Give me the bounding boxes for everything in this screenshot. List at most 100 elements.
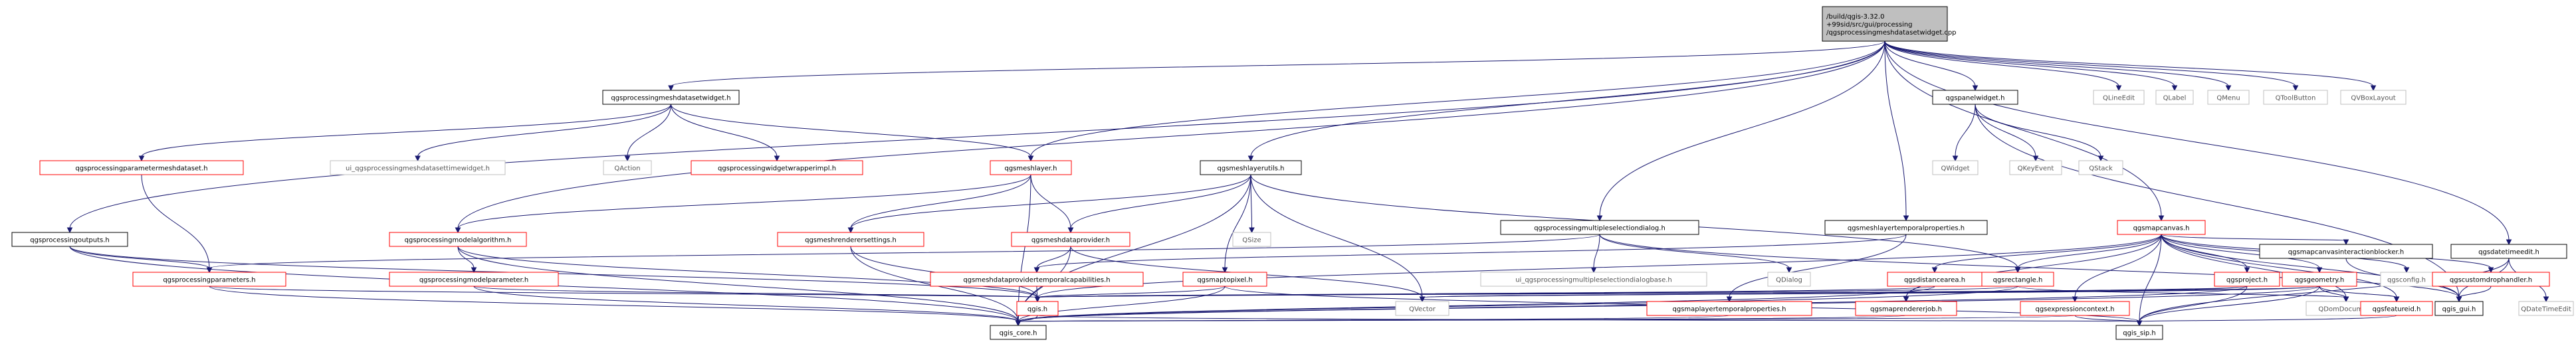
arrowhead-qgsmapcanvas_h-to-qgsdistancearea_h [1931,267,1938,274]
arrowhead-root-to-qgspanelwidget_h [1972,85,1979,92]
node-label: qgsfeatureid.h [2373,306,2421,313]
node-qgis-gui-h[interactable]: qgis_gui.h [2434,301,2484,316]
node-qgsexpressioncontext-h[interactable]: qgsexpressioncontext.h [2020,301,2130,316]
node-QLineEdit[interactable]: QLineEdit [2093,90,2145,105]
node-QVector[interactable]: QVector [1395,301,1449,316]
node-QStack[interactable]: QStack [2078,160,2123,175]
node-qgsprocessingparameters-h[interactable]: qgsprocessingparameters.h [132,272,286,287]
node-QVBoxLayout[interactable]: QVBoxLayout [2340,90,2407,105]
node-QToolButton[interactable]: QToolButton [2263,90,2328,105]
node-qgsconfig-h[interactable]: qgsconfig.h [2380,272,2433,287]
node-label: +99sid/src/gui/processing [1826,21,1913,29]
arrowhead-qgsmeshlayerutils_h-to-qgsmaptopixel_h [1222,267,1228,274]
node-box [2282,272,2357,287]
node-qgscustomdrophandler-h[interactable]: qgscustomdrophandler.h [2432,272,2550,287]
node-qgsprocessingmodelalgorithm-h[interactable]: qgsprocessingmodelalgorithm.h [389,232,527,247]
arrowhead-qgsprocessingmeshdatasetwidget_h-to-qgsprocessingwidgetwrapperimpl_h [774,155,780,162]
node-box [330,160,506,175]
node-label: qgsprocessingmeshdatasetwidget.h [611,95,730,102]
edge-qgsmapcanvas_h-to-QDomDocument [2161,234,2347,298]
arrowhead-qgsgeometry_h-to-QVector [1419,296,1426,303]
edge-qgsprocessingparametermeshdataset_h-to-qgsprocessingparameters_h [141,174,210,269]
node-qgis-core-h[interactable]: qgis_core.h [990,325,1047,340]
node-label: QVector [1409,306,1436,313]
edge-qgsmapcanvas_h-to-qgsfeatureid_h [2161,234,2397,298]
arrowhead-root-to-qgsprocessingmeshdatasetwidget_h [668,85,674,92]
node-label: qgsmeshlayertemporalproperties.h [1848,225,1965,232]
node-qgsmaplayertemporalproperties-h[interactable]: qgsmaplayertemporalproperties.h [1646,301,1812,316]
arrowhead-root-to-QVBoxLayout [2370,85,2377,92]
edge-root-to-qgsmeshlayertemporalproperties_h [1884,41,1907,217]
node-label: ui_qgsprocessingmeshdatasettimewidget.h [346,165,490,173]
node-QLabel[interactable]: QLabel [2155,90,2194,105]
node-qgsrectangle-h[interactable]: qgsrectangle.h [1981,272,2054,287]
node-box [1480,272,1707,287]
node-QDialog[interactable]: QDialog [1767,272,1811,287]
node-label: qgis_gui.h [2442,306,2476,313]
node-box [389,272,559,287]
edge-qgspanelwidget_h-to-qgis_gui_h [1975,104,2460,298]
node-QMenu[interactable]: QMenu [2207,90,2250,105]
node-qgsprocessingwidgetwrapperimpl-h[interactable]: qgsprocessingwidgetwrapperimpl.h [691,160,863,175]
edge-root-to-qgspanelwidget_h [1884,41,1976,87]
node-qgsmeshlayerutils-h[interactable]: qgsmeshlayerutils.h [1200,160,1302,175]
node-QAction[interactable]: QAction [603,160,652,175]
node-qgsprocessingmeshdatasetwidget-h[interactable]: qgsprocessingmeshdatasetwidget.h [602,90,740,105]
node-qgsprocessingoutputs-h[interactable]: qgsprocessingoutputs.h [11,232,128,247]
arrowhead-qgsprocessingmeshdatasetwidget_h-to-qgsprocessingparametermeshdataset_h [138,155,145,162]
edge-qgsmaptopixel_h-to-qgis_h [1037,286,1226,298]
arrowhead-root-to-qgsdatetimeedit_h [2506,239,2512,246]
node-qgsprocessingparametermeshdataset-h[interactable]: qgsprocessingparametermeshdataset.h [39,160,244,175]
edge-qgsmapcanvas_h-to-qgsexpressioncontext_h [2074,234,2162,298]
node-ui-multi[interactable]: ui_qgsprocessingmultipleselectiondialogb… [1480,272,1707,287]
node-qgsprocessingmultipleselectiondialog-h[interactable]: qgsprocessingmultipleselectiondialog.h [1500,220,1699,235]
edge-qgsprocessingmodelalgorithm_h-to-qgis_h [457,246,1038,298]
node-qgsmeshlayer-h[interactable]: qgsmeshlayer.h [990,160,1072,175]
node-qgspanelwidget-h[interactable]: qgspanelwidget.h [1932,90,2018,105]
edge-qgsprocessingmodelparameter_h-to-qgis_core_h [473,286,1019,322]
node-label: qgsprocessingwidgetwrapperimpl.h [718,165,836,173]
node-label: qgscustomdrophandler.h [2450,277,2532,284]
arrowhead-qgsdatetimeedit_h-to-qgis_gui_h [2456,296,2462,303]
node-root[interactable]: /build/qgis-3.32.0+99sid/src/gui/process… [1822,6,1957,42]
edge-qgsprocessingmultipleselectiondialog_h-to-ui_multi [1593,234,1600,269]
node-box [1767,272,1811,287]
node-label: QLabel [2163,95,2187,102]
node-QWidget[interactable]: QWidget [1932,160,1979,175]
node-box [1855,301,1957,316]
node-box [2093,90,2145,105]
node-qgsmeshdataprovidertemporalcapabilities-h[interactable]: qgsmeshdataprovidertemporalcapabilities.… [930,272,1144,287]
edge-qgsprocessingoutputs_h-to-qgsprocessingparameters_h [69,246,210,269]
node-label: qgsprocessingmultipleselectiondialog.h [1534,225,1665,232]
node-qgsproject-h[interactable]: qgsproject.h [2214,272,2280,287]
node-QSize[interactable]: QSize [1232,232,1271,247]
node-label: QSize [1242,237,1261,244]
node-QKeyEvent[interactable]: QKeyEvent [2009,160,2062,175]
node-qgsdatetimeedit-h[interactable]: qgsdatetimeedit.h [2450,244,2567,259]
node-qgsmapcanvasinteractionblocker-h[interactable]: qgsmapcanvasinteractionblocker.h [2259,244,2433,259]
node-qgsmeshdataprovider-h[interactable]: qgsmeshdataprovider.h [1011,232,1130,247]
node-qgis-sip-h[interactable]: qgis_sip.h [2115,325,2163,340]
node-qgsgeometry-h[interactable]: qgsgeometry.h [2282,272,2357,287]
node-qgsmeshlayertemporalproperties-h[interactable]: qgsmeshlayertemporalproperties.h [1824,220,1988,235]
node-qgsmaprendererjob-h[interactable]: qgsmaprendererjob.h [1855,301,1957,316]
arrowhead-qgsmeshlayerutils_h-to-qgsmeshdataprovider_h [1067,227,1074,234]
node-qgsdistancearea-h[interactable]: qgsdistancearea.h [1887,272,1983,287]
node-label: QVBoxLayout [2351,95,2395,102]
node-box [1232,232,1271,247]
edge-qgsgeometry_h-to-qgsfeatureid_h [2319,286,2397,298]
edge-qgsrectangle_h-to-qgis_core_h [1018,286,2018,322]
edge-qgsmeshlayerutils_h-to-QSize [1250,174,1252,229]
node-ui-dataset[interactable]: ui_qgsprocessingmeshdatasettimewidget.h [330,160,506,175]
arrowhead-qgsprocessingmultipleselectiondialog_h-to-ui_multi [1590,267,1597,274]
node-qgsmapcanvas-h[interactable]: qgsmapcanvas.h [2117,220,2206,235]
node-box [2155,90,2194,105]
node-qgsmaptopixel-h[interactable]: qgsmaptopixel.h [1182,272,1267,287]
node-qgsprocessingmodelparameter-h[interactable]: qgsprocessingmodelparameter.h [389,272,559,287]
node-qgis-h[interactable]: qgis.h [1016,301,1059,316]
node-label: ui_qgsprocessingmultipleselectiondialogb… [1515,277,1672,284]
edge-root-to-QLabel [1884,41,2175,87]
node-qgsmeshrenderersettings-h[interactable]: qgsmeshrenderersettings.h [777,232,924,247]
node-qgsfeatureid-h[interactable]: qgsfeatureid.h [2360,301,2433,316]
node-QDateTimeEdit[interactable]: QDateTimeEdit [2518,301,2574,316]
